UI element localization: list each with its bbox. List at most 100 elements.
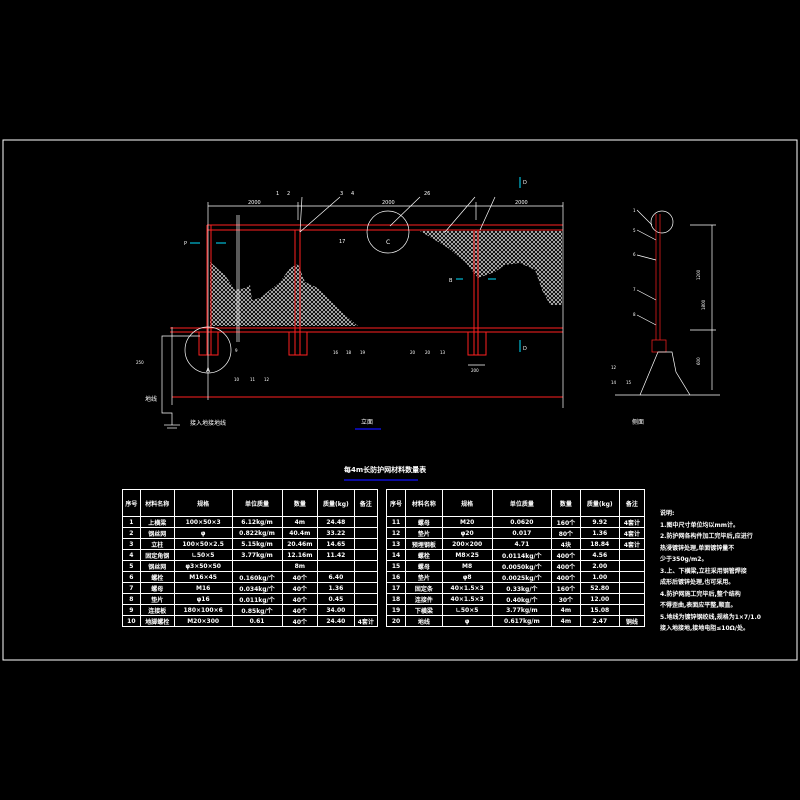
table-cell: 6.12kg/m bbox=[231, 516, 283, 528]
table-cell: 4套计 bbox=[618, 516, 646, 528]
table-cell: 4块 bbox=[551, 538, 581, 550]
table-cell: 固定条 bbox=[405, 582, 443, 594]
table-cell: 52.80 bbox=[579, 582, 620, 594]
column-header: 材料名称 bbox=[139, 489, 175, 517]
table-cell: 80个 bbox=[551, 527, 581, 539]
table-cell: 螺母 bbox=[405, 516, 443, 528]
dim-3: 2000 bbox=[515, 200, 528, 206]
elevation-title: 立面 bbox=[361, 418, 373, 426]
table-cell: 1.36 bbox=[317, 582, 355, 594]
mesh-hatch-right bbox=[420, 231, 562, 305]
table-cell: 12 bbox=[385, 527, 407, 539]
side-dim-a: 1200 bbox=[696, 269, 701, 280]
section-markers bbox=[190, 177, 521, 352]
dim-2: 2000 bbox=[382, 200, 395, 206]
table-cell: 地线 bbox=[405, 615, 443, 627]
table-cell: 固定角钢 bbox=[139, 549, 175, 561]
note-line: 少于350g/m2。 bbox=[660, 556, 708, 563]
table-cell bbox=[353, 538, 379, 550]
table-cell: 100×50×3 bbox=[173, 516, 233, 528]
table-cell: 铜线 bbox=[618, 615, 646, 627]
dimension-lines bbox=[161, 196, 564, 429]
column-header: 规格 bbox=[173, 489, 233, 517]
table-cell: 1.36 bbox=[579, 527, 620, 539]
table-cell: φ8 bbox=[441, 571, 493, 583]
callout-side-8: 8 bbox=[633, 312, 636, 317]
column-header: 备注 bbox=[353, 489, 379, 517]
table-cell: 地脚螺栓 bbox=[139, 615, 175, 627]
table-cell: M16 bbox=[173, 582, 233, 594]
callout-9a: 9 bbox=[235, 348, 238, 353]
table-cell bbox=[317, 560, 355, 572]
callout-10a: 10 bbox=[234, 377, 240, 382]
callout-side-7: 7 bbox=[633, 287, 636, 292]
side-dim-b: 600 bbox=[696, 357, 701, 365]
table-cell: 400个 bbox=[551, 560, 581, 572]
notes: 说明:1.图中尺寸单位均以mm计。2.防护网各构件加工完毕后,应进行 热浸镀锌处… bbox=[660, 508, 790, 635]
table-cell bbox=[353, 571, 379, 583]
table-cell: 12.00 bbox=[579, 593, 620, 605]
column-header: 序号 bbox=[122, 489, 141, 517]
callout-11a: 11 bbox=[250, 377, 256, 382]
note-line: 接入地接地,接地电阻≤10Ω/处。 bbox=[660, 625, 749, 632]
table-cell: 19 bbox=[385, 604, 407, 616]
table-cell: 4m bbox=[281, 516, 319, 528]
table-cell: 14 bbox=[385, 549, 407, 561]
column-header: 单位质量 bbox=[491, 489, 553, 517]
table-cell: 15 bbox=[385, 560, 407, 572]
mesh-hatch-left bbox=[210, 262, 358, 326]
table-cell: 200×200 bbox=[441, 538, 493, 550]
callout-26: 26 bbox=[424, 191, 430, 197]
note-line: 热浸镀锌处理,单面镀锌量不 bbox=[660, 544, 735, 552]
table-cell: 3 bbox=[122, 538, 141, 550]
table-cell: M8×25 bbox=[441, 549, 493, 561]
column-header: 数量 bbox=[281, 489, 319, 517]
note-line: 4.防护网施工完毕后,整个结构 bbox=[660, 590, 741, 598]
callout-p1: P bbox=[184, 241, 187, 247]
table-cell: 33.22 bbox=[317, 527, 355, 539]
table-cell: 18.84 bbox=[579, 538, 620, 550]
table-cell: 4套计 bbox=[618, 538, 646, 550]
callout-side-18: 12 bbox=[611, 365, 617, 370]
table-cell: 18 bbox=[385, 593, 407, 605]
column-header: 质量(kg) bbox=[579, 489, 620, 517]
column-header: 备注 bbox=[618, 489, 646, 517]
table-cell: φ bbox=[173, 527, 233, 539]
table-cell: 5.15kg/m bbox=[231, 538, 283, 550]
table-cell: 4套计 bbox=[618, 527, 646, 539]
table-cell: 0.822kg/m bbox=[231, 527, 283, 539]
column-header: 质量(kg) bbox=[317, 489, 355, 517]
table-cell: 8 bbox=[122, 593, 141, 605]
table-cell: 12.16m bbox=[281, 549, 319, 561]
table-cell: 2.00 bbox=[579, 560, 620, 572]
table-cell: ∟50×5 bbox=[441, 604, 493, 616]
table-cell: 0.034kg/个 bbox=[231, 582, 283, 594]
table-cell: φ bbox=[441, 615, 493, 627]
table-cell bbox=[353, 527, 379, 539]
table-cell: 0.617kg/m bbox=[491, 615, 553, 627]
table-cell: 下横梁 bbox=[405, 604, 443, 616]
table-cell: 钢丝网 bbox=[139, 527, 175, 539]
table-cell: 30个 bbox=[551, 593, 581, 605]
table-cell bbox=[231, 560, 283, 572]
table-cell: M20×300 bbox=[173, 615, 233, 627]
column-header: 序号 bbox=[385, 489, 407, 517]
table-cell: 0.0620 bbox=[491, 516, 553, 528]
table-cell: 2 bbox=[122, 527, 141, 539]
table-cell: 14.65 bbox=[317, 538, 355, 550]
table-cell: 400个 bbox=[551, 549, 581, 561]
callout-18: 20 bbox=[410, 350, 416, 355]
table-cell bbox=[618, 593, 646, 605]
table-cell: 40×1.5×3 bbox=[441, 582, 493, 594]
table-cell: 24.40 bbox=[317, 615, 355, 627]
table-cell: 16 bbox=[385, 571, 407, 583]
